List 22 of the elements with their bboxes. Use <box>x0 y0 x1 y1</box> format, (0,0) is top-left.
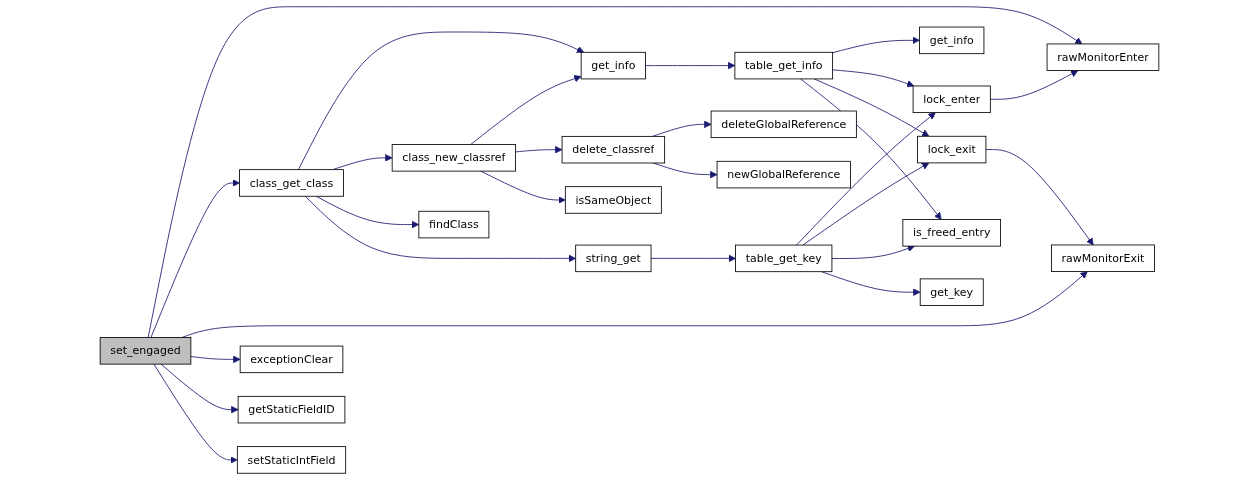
node-box: table_get_key <box>735 244 833 273</box>
node-box: lock_enter <box>912 85 991 114</box>
node-box: rawMonitorEnter <box>1046 43 1160 71</box>
node-box: findClass <box>418 210 490 239</box>
node-box: class_get_class <box>239 169 344 197</box>
node-box: get_info <box>919 26 985 55</box>
node-box: set_engaged <box>99 337 192 365</box>
node-box: get_key <box>919 278 984 306</box>
node-box: getStaticFieldID <box>237 395 346 424</box>
node-box: string_get <box>575 244 652 273</box>
node-box: delete_classref <box>561 135 666 164</box>
node-box: is_freed_entry <box>902 219 1001 247</box>
node-box: get_info <box>580 51 646 80</box>
node-box: setStaticIntField <box>236 446 347 474</box>
node-box: newGlobalReference <box>716 160 851 189</box>
node-box: class_new_classref <box>391 144 516 172</box>
node-box: deleteGlobalReference <box>710 110 857 139</box>
node-box: table_get_info <box>734 51 834 80</box>
node-box: lock_exit <box>917 135 987 164</box>
node-box: isSameObject <box>564 186 662 214</box>
node-box: rawMonitorExit <box>1051 244 1155 272</box>
node-box: exceptionClear <box>239 345 344 374</box>
